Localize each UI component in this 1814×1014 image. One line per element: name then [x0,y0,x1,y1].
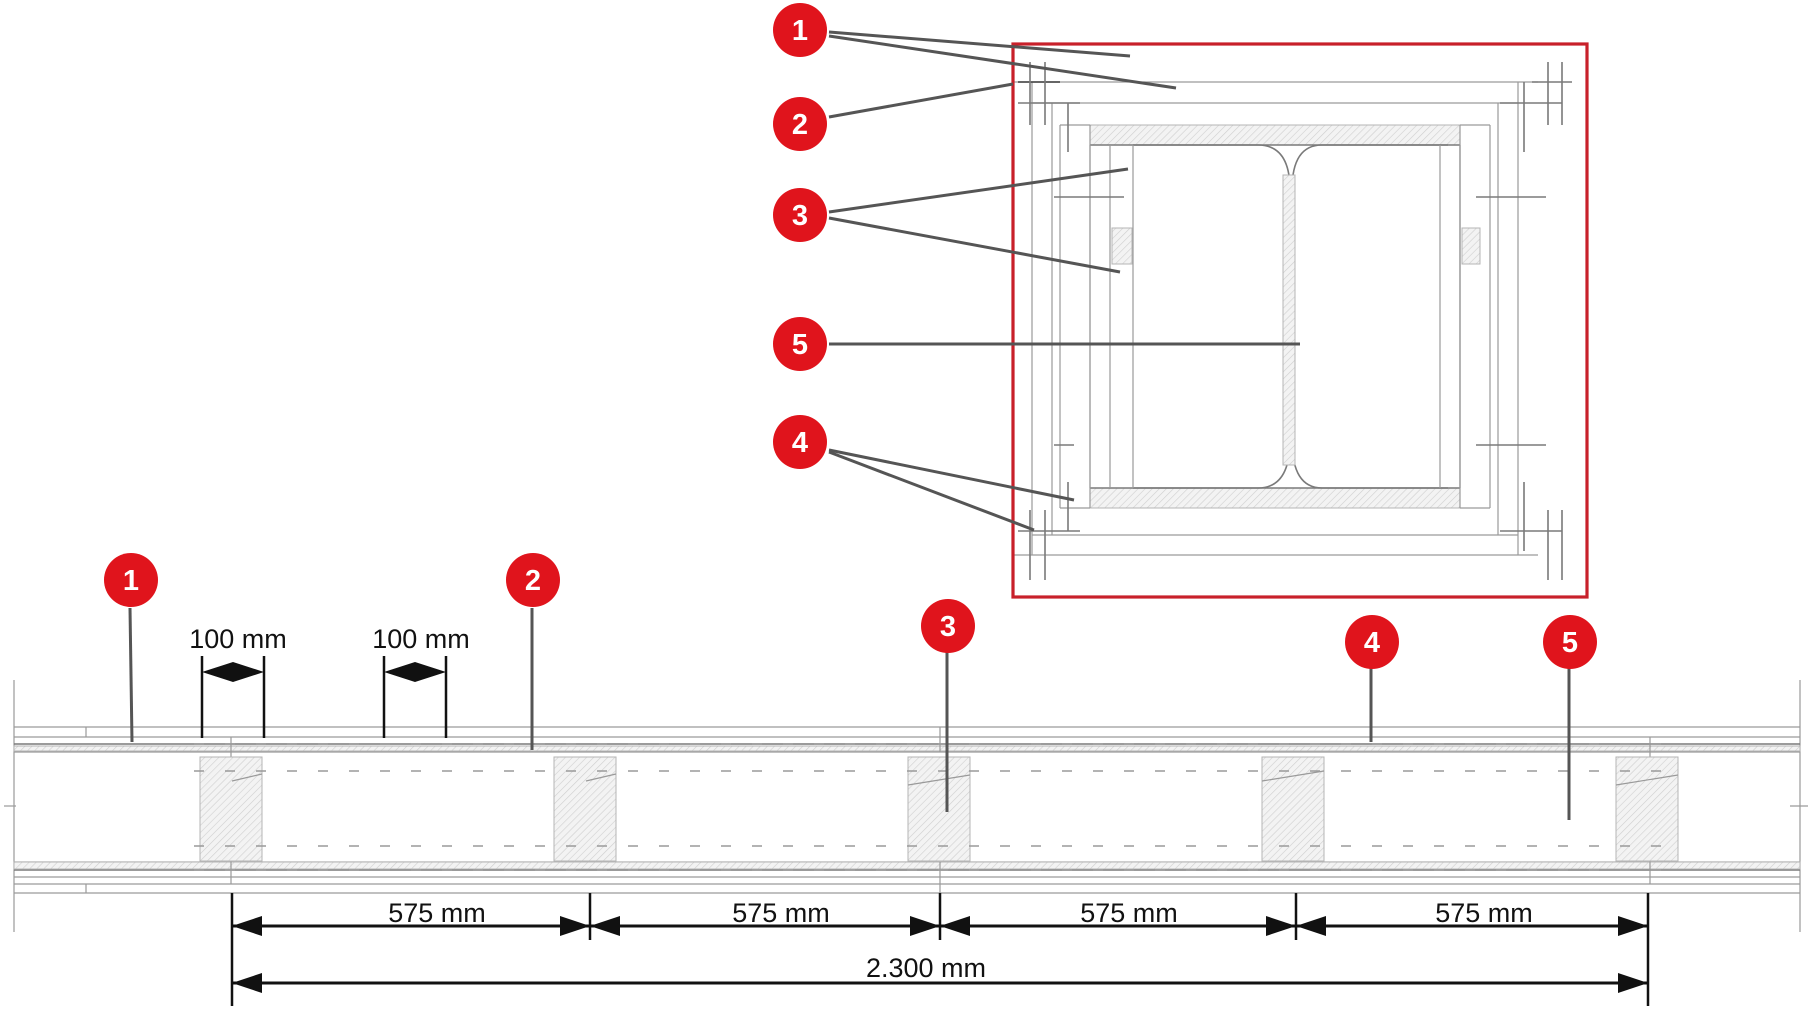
beam-leaders [128,607,1571,820]
beam-blocking [199,756,1679,862]
svg-text:5: 5 [1562,627,1578,659]
total-dimension: 2.300 mm [232,953,1648,993]
segment-label-1: 575 mm [388,898,486,928]
svg-text:2: 2 [525,565,541,597]
detail-badge-3: 3 [773,188,827,242]
section-outer-boards [1014,81,1538,556]
section-screws [1018,62,1572,580]
beam-badge-5: 5 [1543,615,1597,669]
beam-badge-1: 1 [104,553,158,607]
beam-badges: 1 2 3 4 5 [104,553,1597,669]
screw-spacing-dimensions: 100 mm 100 mm [189,624,470,738]
beam-badge-3: 3 [921,599,975,653]
beam-badge-2: 2 [506,553,560,607]
detail-badge-4: 4 [773,415,827,469]
segment-label-4: 575 mm [1435,898,1533,928]
detail-badge-1: 1 [773,3,827,57]
svg-text:5: 5 [792,329,808,361]
spacing-label-1: 100 mm [189,624,287,654]
detail-badge-5: 5 [773,317,827,371]
svg-text:4: 4 [1364,627,1380,659]
svg-text:1: 1 [123,565,139,597]
total-length-label: 2.300 mm [866,953,986,983]
svg-text:3: 3 [940,611,956,643]
svg-text:3: 3 [792,200,808,232]
svg-text:1: 1 [792,15,808,47]
detail-frame [1011,42,1589,599]
segment-label-3: 575 mm [1080,898,1178,928]
svg-text:4: 4 [792,427,808,459]
detail-leaders [828,30,1300,532]
steel-i-profile [1059,124,1491,509]
beam-badge-4: 4 [1345,615,1399,669]
spacing-label-2: 100 mm [372,624,470,654]
detail-badges: 1 2 3 5 4 [773,3,827,469]
segment-label-2: 575 mm [732,898,830,928]
beam-elevation [4,680,1808,932]
segment-dimensions: 575 mm 575 mm 575 mm 575 mm [230,893,1650,1006]
cross-section-detail [1011,42,1589,599]
svg-text:2: 2 [792,109,808,141]
detail-badge-2: 2 [773,97,827,151]
